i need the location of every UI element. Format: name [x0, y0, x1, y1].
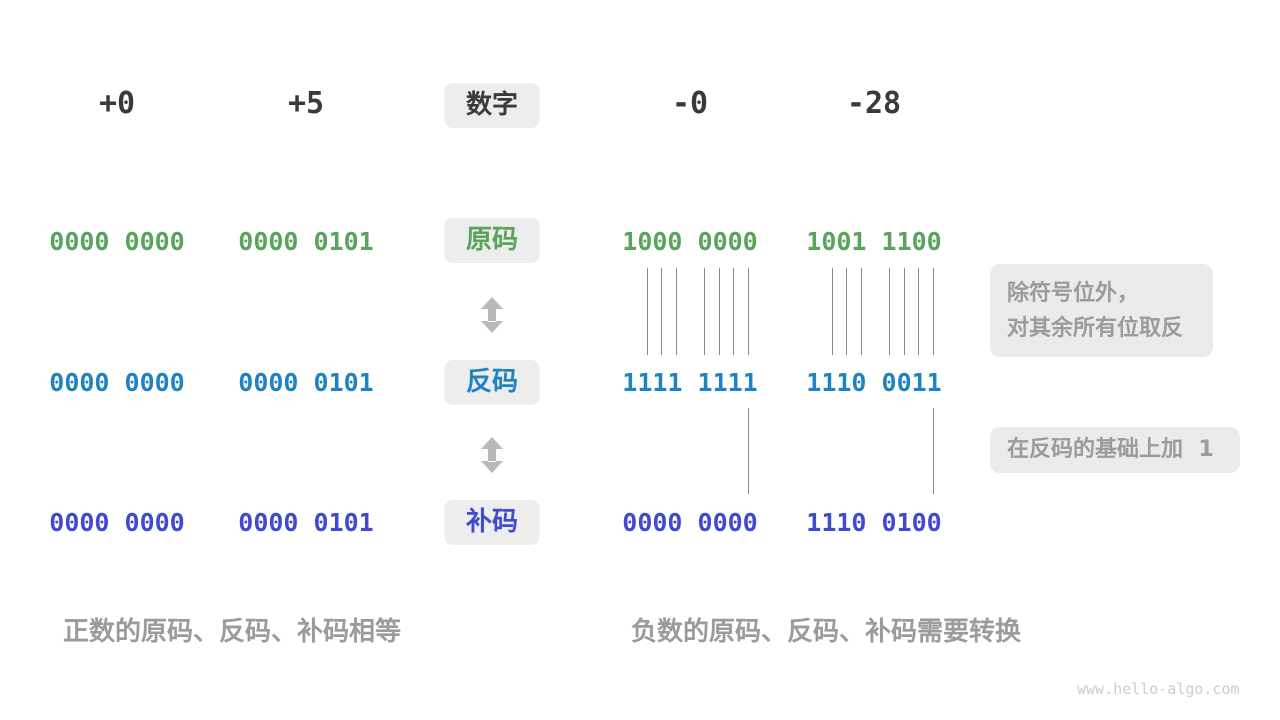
- bit-connector-line: [748, 268, 749, 355]
- bit-connector-line: [846, 268, 847, 355]
- bit-connector-line: [733, 268, 734, 355]
- header-number-plus-5: +5: [287, 86, 325, 121]
- bit-connector-line: [861, 268, 862, 355]
- sign-magnitude-value-minus-0: 1000 0000: [622, 227, 758, 256]
- ones-complement-value-minus-0: 1111 1111: [622, 368, 758, 397]
- bit-connector-line: [889, 268, 890, 355]
- sign-magnitude-value-plus-0: 0000 0000: [49, 227, 185, 256]
- sign-magnitude-badge: 原码: [444, 218, 540, 263]
- sign-magnitude-value-plus-5: 0000 0101: [238, 227, 374, 256]
- invert-bits-annotation: 除符号位外， 对其余所有位取反: [990, 264, 1213, 357]
- twos-complement-value-minus-28: 1110 0100: [806, 508, 942, 537]
- header-number-minus-0: -0: [671, 86, 709, 121]
- ones-complement-badge: 反码: [444, 360, 540, 405]
- site-watermark: www.hello-algo.com: [1077, 680, 1240, 698]
- updown-arrow-icon: [481, 437, 503, 473]
- bit-connector-line: [748, 408, 749, 494]
- ones-complement-value-minus-28: 1110 0011: [806, 368, 942, 397]
- bit-connector-line: [832, 268, 833, 355]
- twos-complement-value-plus-5: 0000 0101: [238, 508, 374, 537]
- bit-connector-line: [719, 268, 720, 355]
- invert-bits-annotation-line1: 除符号位外，: [1007, 281, 1140, 306]
- ones-complement-value-plus-5: 0000 0101: [238, 368, 374, 397]
- invert-bits-annotation-line2: 对其余所有位取反: [1007, 316, 1184, 341]
- negative-numbers-caption: 负数的原码、反码、补码需要转换: [630, 617, 1022, 647]
- bit-connector-line: [661, 268, 662, 355]
- header-number-minus-28: -28: [846, 86, 902, 121]
- add-one-annotation: 在反码的基础上加 1: [990, 427, 1240, 473]
- header-number-plus-0: +0: [98, 86, 136, 121]
- twos-complement-value-minus-0: 0000 0000: [622, 508, 758, 537]
- positive-numbers-caption: 正数的原码、反码、补码相等: [62, 617, 402, 647]
- updown-arrow-icon: [481, 297, 503, 333]
- ones-complement-value-plus-0: 0000 0000: [49, 368, 185, 397]
- sign-magnitude-value-minus-28: 1001 1100: [806, 227, 942, 256]
- number-badge: 数字: [444, 83, 540, 128]
- bit-connector-line: [704, 268, 705, 355]
- bit-connector-line: [647, 268, 648, 355]
- bit-connector-line: [676, 268, 677, 355]
- bit-connector-line: [904, 268, 905, 355]
- twos-complement-badge: 补码: [444, 500, 540, 545]
- bit-connector-line: [933, 408, 934, 494]
- bit-connector-line: [933, 268, 934, 355]
- bit-connector-line: [918, 268, 919, 355]
- twos-complement-value-plus-0: 0000 0000: [49, 508, 185, 537]
